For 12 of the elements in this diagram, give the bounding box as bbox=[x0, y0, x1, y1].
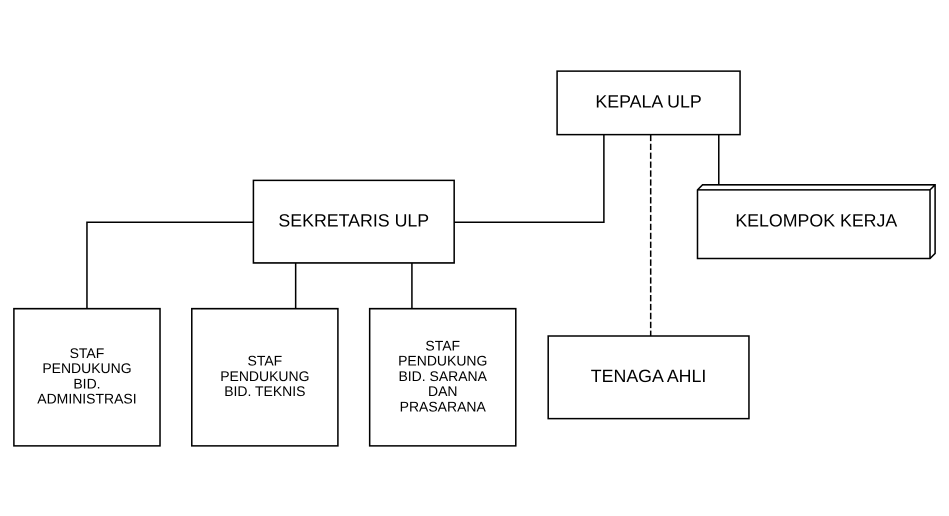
node-box: STAF PENDUKUNG BID. SARANA DAN PRASARANA bbox=[368, 307, 517, 446]
connector bbox=[718, 134, 720, 184]
connector bbox=[650, 134, 652, 336]
connector bbox=[454, 134, 605, 223]
connector bbox=[294, 262, 296, 308]
connector bbox=[86, 221, 254, 308]
node-box: TENAGA AHLI bbox=[547, 334, 750, 419]
node-box: STAF PENDUKUNG BID. TEKNIS bbox=[191, 307, 339, 446]
node-box: STAF PENDUKUNG BID. ADMINISTRASI bbox=[13, 307, 161, 446]
connector bbox=[411, 262, 413, 308]
node-box: SEKRETARIS ULP bbox=[252, 179, 455, 264]
node-box: KEPALA ULP bbox=[556, 70, 741, 135]
